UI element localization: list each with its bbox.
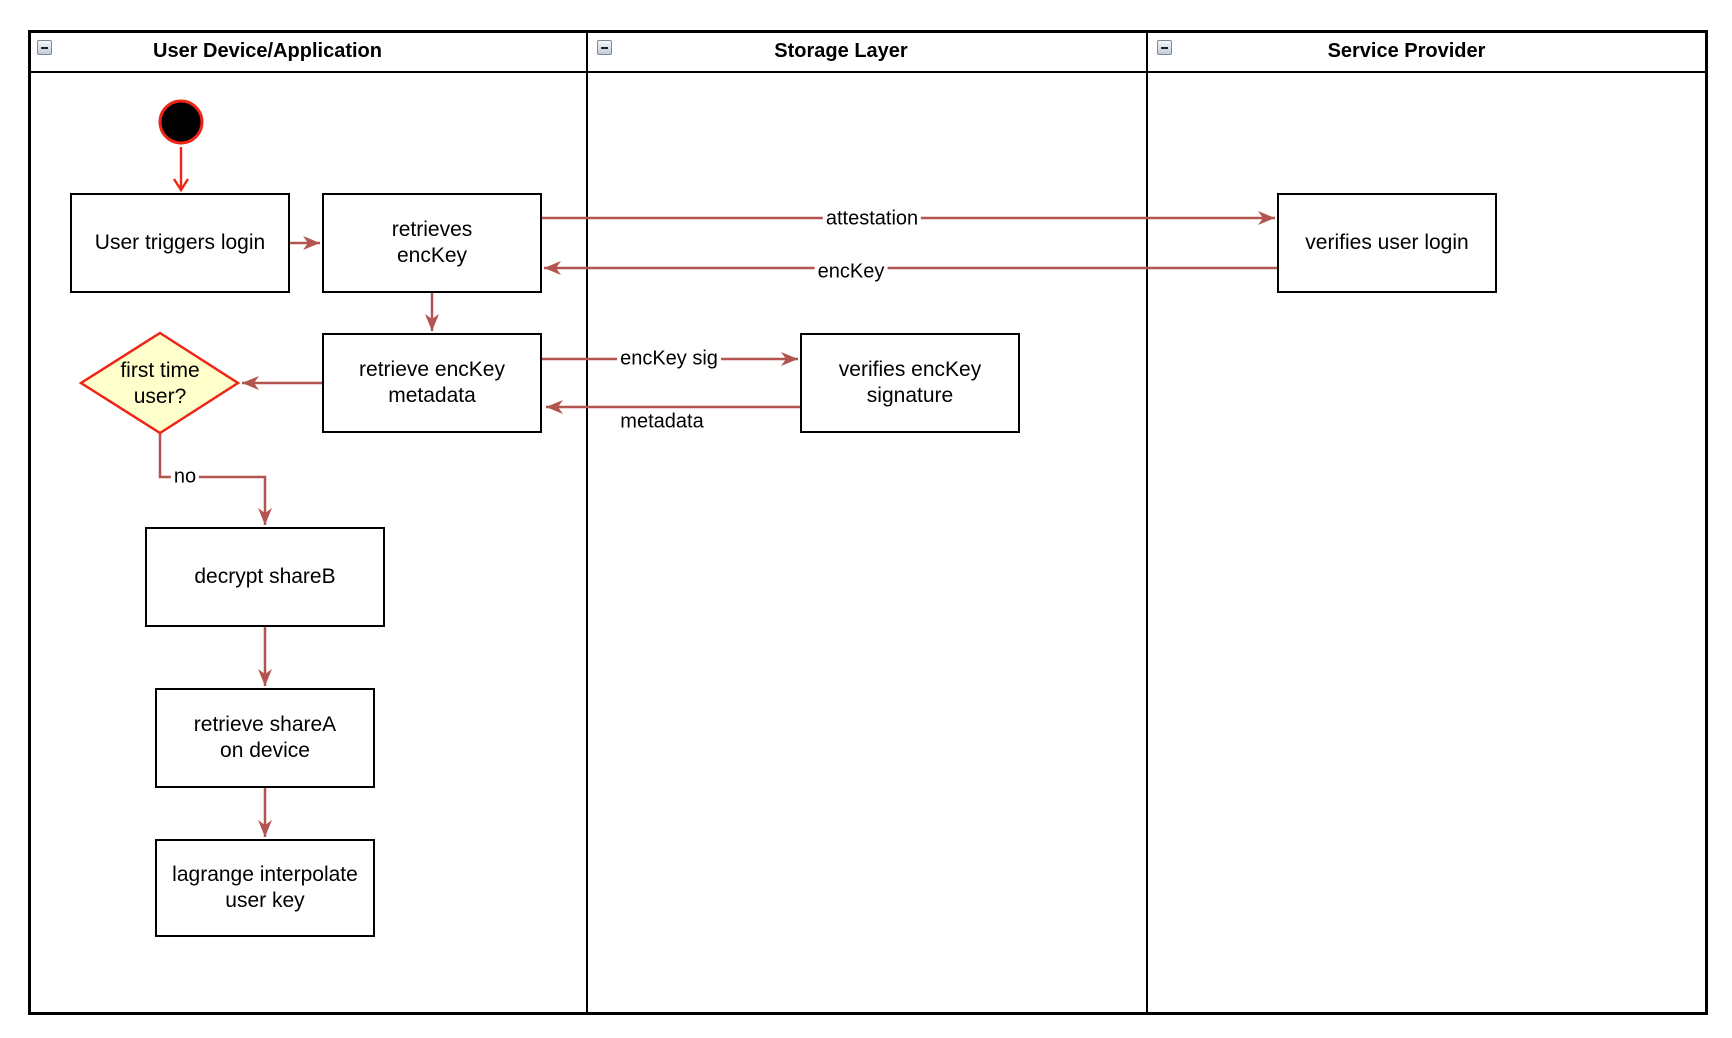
lane-title-storage-layer: Storage Layer — [774, 39, 908, 62]
swimlane-pool-border — [28, 30, 1708, 1015]
lane-header-service-provider[interactable]: Service Provider — [1148, 31, 1705, 71]
node-label: retrieve encKey metadata — [359, 358, 505, 407]
decision-label: first time user? — [120, 359, 200, 408]
node-user-triggers-login[interactable]: User triggers login — [70, 193, 290, 293]
collapse-lane-service-provider-button[interactable] — [1157, 40, 1172, 55]
edge-label-enckey-sig: encKey sig — [617, 347, 721, 371]
node-retrieve-sharea-on-device[interactable]: retrieve shareA on device — [155, 688, 375, 788]
minus-icon — [41, 46, 48, 49]
lane-header-storage-layer[interactable]: Storage Layer — [588, 31, 1144, 71]
node-label: lagrange interpolate user key — [172, 863, 358, 912]
node-label: retrieves encKey — [391, 218, 473, 267]
lane-header-separator — [28, 71, 1708, 73]
node-verifies-enckey-signature[interactable]: verifies encKey signature — [800, 333, 1020, 433]
collapse-lane-storage-layer-button[interactable] — [597, 40, 612, 55]
lane-header-user-device[interactable]: User Device/Application — [31, 31, 584, 71]
lane-title-user-device: User Device/Application — [153, 39, 382, 62]
edge-label-enckey: encKey — [814, 260, 888, 284]
node-label: retrieve shareA on device — [193, 713, 337, 762]
node-decrypt-shareb[interactable]: decrypt shareB — [145, 527, 385, 627]
lane-separator-1 — [586, 30, 588, 1015]
edge-label-attestation: attestation — [822, 207, 922, 231]
node-label: decrypt shareB — [194, 565, 336, 588]
lane-separator-2 — [1146, 30, 1148, 1015]
node-label: verifies encKey signature — [838, 358, 982, 407]
node-label: verifies user login — [1305, 231, 1469, 254]
lane-title-service-provider: Service Provider — [1327, 39, 1486, 62]
node-verifies-user-login[interactable]: verifies user login — [1277, 193, 1497, 293]
edge-label-no: no — [170, 465, 200, 489]
minus-icon — [601, 46, 608, 49]
node-retrieves-enckey[interactable]: retrieves encKey — [322, 193, 542, 293]
edge-label-metadata: metadata — [617, 410, 707, 434]
node-retrieve-enckey-metadata[interactable]: retrieve encKey metadata — [322, 333, 542, 433]
node-label: User triggers login — [94, 231, 266, 254]
node-lagrange-interpolate-user-key[interactable]: lagrange interpolate user key — [155, 839, 375, 937]
collapse-lane-user-device-button[interactable] — [37, 40, 52, 55]
minus-icon — [1161, 46, 1168, 49]
